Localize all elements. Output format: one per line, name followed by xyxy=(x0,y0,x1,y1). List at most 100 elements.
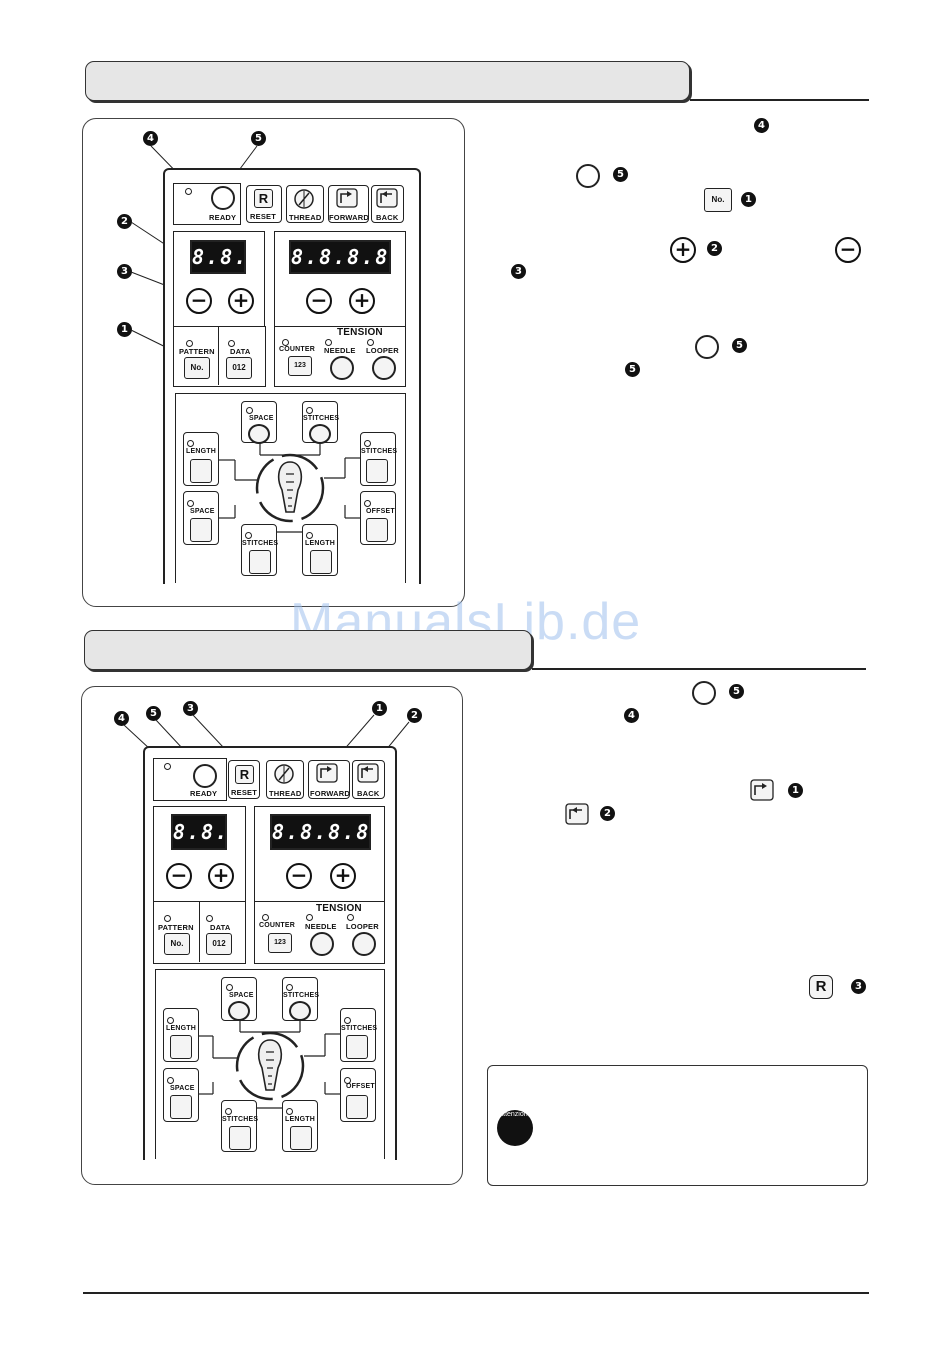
stitches-top-label: STITCHES xyxy=(303,415,340,422)
ready-button-2[interactable] xyxy=(193,764,217,788)
pattern-minus-button-2[interactable]: − xyxy=(166,863,192,889)
counter-button[interactable]: 123 xyxy=(288,356,312,376)
offset-right-icon-2 xyxy=(346,1095,368,1119)
pattern-plus-button-2[interactable]: + xyxy=(208,863,234,889)
mode-divider-2 xyxy=(199,901,200,962)
text-callout-4: 4 xyxy=(754,118,769,133)
text-pattern-no-icon: No. xyxy=(704,188,732,212)
stitches-top-icon xyxy=(309,424,331,444)
callout-3: 3 xyxy=(117,264,132,279)
length-left-icon-2 xyxy=(170,1035,192,1059)
needle-led xyxy=(325,339,332,346)
fig2-callout-2: 2 xyxy=(407,708,422,723)
space-top-icon-2 xyxy=(228,1001,250,1021)
pattern-plus-button[interactable]: + xyxy=(228,288,254,314)
stitches-right-icon-2 xyxy=(346,1035,368,1059)
data-minus-button[interactable]: − xyxy=(306,288,332,314)
space-top-icon xyxy=(248,424,270,444)
callout-1: 1 xyxy=(117,322,132,337)
attention-icon: Attenzione xyxy=(497,1110,533,1146)
stitches-bottom-label: STITCHES xyxy=(242,540,279,547)
length-bottom-icon-2 xyxy=(290,1126,312,1150)
data-display-2: 8.8.8.8. xyxy=(270,814,382,850)
stitches-bottom-icon-2 xyxy=(229,1126,251,1150)
length-left-led xyxy=(187,440,194,447)
text2-callout-3: 3 xyxy=(851,979,866,994)
needle-label-2: NEEDLE xyxy=(305,922,337,931)
reset-key-icon-2: R xyxy=(235,765,254,784)
counter-led xyxy=(282,339,289,346)
stitches-top-label-2: STITCHES xyxy=(283,992,320,999)
caution-note-box xyxy=(487,1065,868,1186)
text2-callout-2: 2 xyxy=(600,806,615,821)
text-callout-3: 3 xyxy=(511,264,526,279)
text-callout-5c: 5 xyxy=(625,362,640,377)
data-button-2[interactable]: 012 xyxy=(206,933,232,955)
looper-button[interactable] xyxy=(372,356,396,380)
needle-button[interactable] xyxy=(330,356,354,380)
space-left-icon xyxy=(190,518,212,542)
looper-button-2[interactable] xyxy=(352,932,376,956)
length-left-label-2: LENGTH xyxy=(166,1025,196,1032)
forward-label: FORWARD xyxy=(329,213,370,222)
stitches-bottom-led-2 xyxy=(225,1108,232,1115)
data-minus-button-2[interactable]: − xyxy=(286,863,312,889)
forward-icon-2 xyxy=(316,763,338,783)
length-bottom-led-2 xyxy=(286,1108,293,1115)
back-icon xyxy=(376,188,398,208)
pattern-button-2[interactable]: No. xyxy=(164,933,190,955)
pattern-button[interactable]: No. xyxy=(184,357,210,379)
back-label-2: BACK xyxy=(357,789,380,798)
ready-led-2 xyxy=(164,763,171,770)
reset-key-icon: R xyxy=(254,189,273,208)
space-top-label: SPACE xyxy=(249,415,274,422)
text2-back-icon xyxy=(565,803,589,825)
reset-label-2: RESET xyxy=(231,788,258,797)
space-left-icon-2 xyxy=(170,1095,192,1119)
callout-5: 5 xyxy=(251,131,266,146)
looper-led xyxy=(367,339,374,346)
data-plus-button-2[interactable]: + xyxy=(330,863,356,889)
tension-label: TENSION xyxy=(337,327,383,338)
stitches-right-label-2: STITCHES xyxy=(341,1025,378,1032)
tension-label-2: TENSION xyxy=(316,903,362,914)
ready-button[interactable] xyxy=(211,186,235,210)
pattern-minus-button[interactable]: − xyxy=(186,288,212,314)
offset-right-label-2: OFFSET xyxy=(346,1083,375,1090)
length-bottom-led xyxy=(306,532,313,539)
section-1-header-rule xyxy=(690,99,869,101)
text-callout-2: 2 xyxy=(707,241,722,256)
counter-led-2 xyxy=(262,914,269,921)
stitches-right-led xyxy=(364,440,371,447)
data-plus-button[interactable]: + xyxy=(349,288,375,314)
thread-label-2: THREAD xyxy=(269,789,302,798)
needle-button-2[interactable] xyxy=(310,932,334,956)
pattern-label: PATTERN xyxy=(179,347,215,356)
ready-led xyxy=(185,188,192,195)
data-display: 8.8.8.8. xyxy=(289,240,401,274)
counter-label-2: COUNTER xyxy=(259,922,296,929)
reset-label: RESET xyxy=(250,212,277,221)
space-left-led xyxy=(187,500,194,507)
length-bottom-icon xyxy=(310,550,332,574)
stitches-bottom-icon xyxy=(249,550,271,574)
footer-rule xyxy=(83,1292,869,1294)
text2-callout-4: 4 xyxy=(624,708,639,723)
back-label: BACK xyxy=(376,213,399,222)
text-callout-5b: 5 xyxy=(732,338,747,353)
space-left-led-2 xyxy=(167,1077,174,1084)
stitches-bottom-label-2: STITCHES xyxy=(222,1116,259,1123)
forward-label-2: FORWARD xyxy=(310,789,351,798)
stitches-top-led-2 xyxy=(286,984,293,991)
fig2-callout-1: 1 xyxy=(372,701,387,716)
counter-button-2[interactable]: 123 xyxy=(268,933,292,953)
data-button[interactable]: 012 xyxy=(226,357,252,379)
section-2-header-rule xyxy=(532,668,866,670)
pattern-display: 8.8. xyxy=(190,240,246,274)
ready-label: READY xyxy=(209,213,237,222)
fig2-callout-3: 3 xyxy=(183,701,198,716)
forward-icon xyxy=(336,188,358,208)
stitches-top-led xyxy=(306,407,313,414)
needle-led-2 xyxy=(306,914,313,921)
length-left-label: LENGTH xyxy=(186,448,216,455)
